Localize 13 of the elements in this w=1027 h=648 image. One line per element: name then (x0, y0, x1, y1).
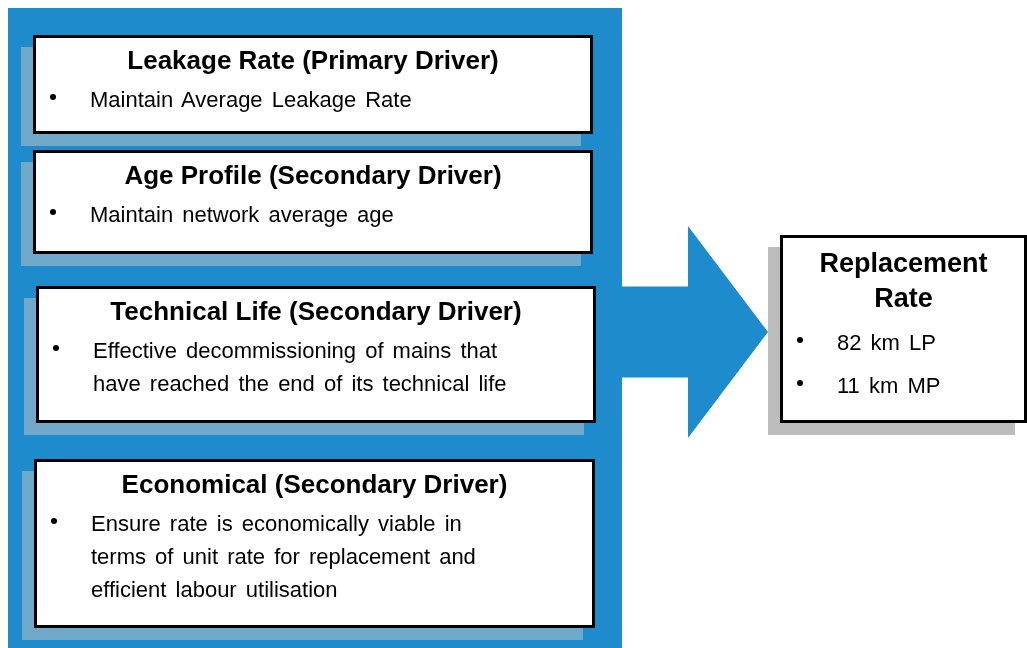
box-heading: Age Profile (Secondary Driver) (123, 159, 503, 192)
block-arrow (622, 226, 768, 438)
bullet-text: Maintain network average age (90, 200, 394, 229)
bullet-text: 11 km MP (837, 372, 941, 401)
box-heading: Replacement Rate (818, 247, 989, 316)
bullet-text: 82 km LP (837, 329, 936, 358)
box-heading: Economical (Secondary Driver) (120, 468, 509, 501)
bullet-text: Ensure rate is economically viable in terms of unit rate for replacement and efficient labour utilisation (91, 509, 477, 604)
box-heading: Leakage Rate (Primary Driver) (126, 44, 500, 77)
box-heading: Technical Life (Secondary Driver) (109, 295, 523, 328)
bullet-text: Effective decommissioning of mains that have reached the end of its technical life (93, 336, 508, 398)
panel-background (8, 8, 622, 648)
bullet-text: Maintain Average Leakage Rate (90, 85, 412, 114)
